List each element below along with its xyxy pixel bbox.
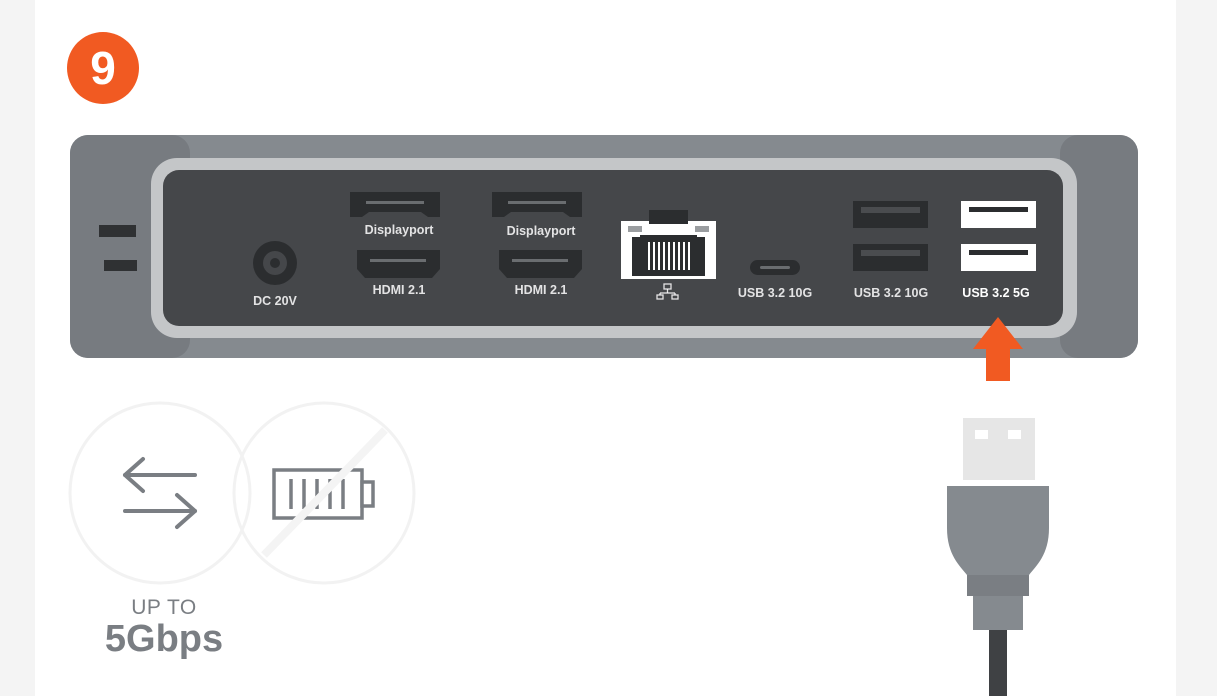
dc-label: DC 20V — [253, 294, 297, 308]
displayport-2-label: Displayport — [507, 224, 577, 238]
ethernet-led-right — [695, 226, 709, 232]
data-transfer-arrows-icon — [123, 457, 197, 529]
hdmi-2 — [499, 250, 582, 278]
usb-a-10g-top — [853, 201, 928, 228]
usb-cable — [989, 630, 1007, 696]
hdmi-1-contacts — [370, 259, 426, 262]
usb-plug-housing — [947, 486, 1049, 630]
usb-a-5g-label: USB 3.2 5G — [962, 286, 1029, 300]
side-vent — [99, 225, 136, 237]
usb-a-5g-top — [961, 201, 1036, 228]
displayport-2-contacts — [508, 201, 566, 204]
network-icon — [656, 283, 679, 300]
no-charging-slash — [261, 427, 388, 558]
usb-a-10g-bottom — [853, 244, 928, 271]
speed-prefix: UP TO — [131, 596, 197, 619]
usb-a-5g-bottom-tongue — [969, 250, 1028, 255]
displayport-2 — [492, 192, 582, 217]
no-charging-battery-icon — [272, 468, 375, 520]
displayport-1-contacts — [366, 201, 424, 204]
usb-a-5g-bottom — [961, 244, 1036, 271]
displayport-1-label: Displayport — [365, 223, 435, 237]
usb-c-label: USB 3.2 10G — [738, 286, 812, 300]
side-vent — [104, 260, 137, 271]
hdmi-1 — [357, 250, 440, 278]
usb-a-10g-label: USB 3.2 10G — [854, 286, 928, 300]
usb-a-10g-bottom-tongue — [861, 250, 920, 256]
usb-plug-hole-right — [1008, 430, 1021, 439]
usb-a-5g-top-tongue — [969, 207, 1028, 212]
dc-jack-pin — [270, 258, 280, 268]
usb-plug-metal — [963, 418, 1035, 480]
usb-a-10g-top-tongue — [861, 207, 920, 213]
displayport-1 — [350, 192, 440, 217]
hdmi-2-label: HDMI 2.1 — [515, 283, 568, 297]
usb-c-tongue — [760, 266, 790, 269]
usb-plug-hole-left — [975, 430, 988, 439]
data-transfer-circle — [68, 401, 252, 585]
step-number-badge: 9 — [67, 32, 139, 104]
hdmi-2-contacts — [512, 259, 568, 262]
no-charging-circle — [232, 401, 416, 585]
ethernet-port-tab — [649, 210, 688, 224]
ethernet-contacts — [648, 242, 690, 270]
usb-plug-housing-shade — [967, 575, 1029, 596]
hdmi-1-label: HDMI 2.1 — [373, 283, 426, 297]
insert-arrow-icon — [973, 317, 1023, 381]
ethernet-led-left — [628, 226, 642, 232]
speed-value: 5Gbps — [104, 618, 224, 660]
dock-body-shade-right — [1060, 135, 1138, 358]
